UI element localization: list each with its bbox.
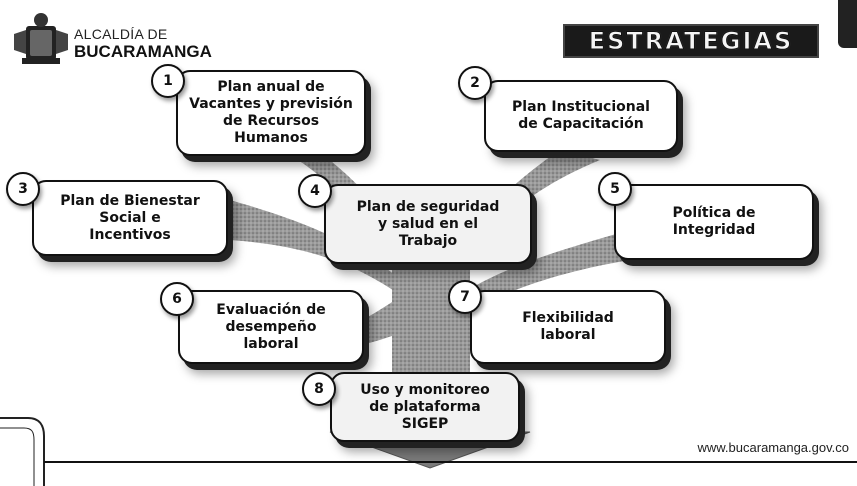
alcaldia-logo	[6, 10, 246, 70]
website-url: www.bucaramanga.gov.co	[697, 440, 849, 455]
title-badge: ESTRATEGIAS	[563, 24, 819, 58]
strategy-number-5: 5	[598, 172, 632, 206]
strategy-box-7: Flexibilidad laboral	[470, 290, 666, 364]
corner-tab	[838, 0, 857, 48]
strategy-number-1: 1	[151, 64, 185, 98]
strategy-number-8: 8	[302, 372, 336, 406]
strategy-number-2: 2	[458, 66, 492, 100]
strategy-number-4: 4	[298, 174, 332, 208]
strategy-box-4: Plan de seguridad y salud en el Trabajo	[324, 184, 532, 264]
strategy-label-7: Flexibilidad laboral	[522, 310, 614, 343]
strategy-label-5: Política de Integridad	[672, 205, 756, 238]
strategy-label-3: Plan de Bienestar Social e Incentivos	[60, 192, 200, 243]
strategy-box-5: Política de Integridad	[614, 184, 814, 260]
strategy-number-6: 6	[160, 282, 194, 316]
strategy-box-2: Plan Institucional de Capacitación	[484, 80, 678, 152]
strategy-label-1: Plan anual de Vacantes y previsión de Re…	[189, 79, 353, 146]
strategy-number-7: 7	[448, 280, 482, 314]
strategy-box-6: Evaluación de desempeño laboral	[178, 290, 364, 364]
strategy-label-6: Evaluación de desempeño laboral	[216, 301, 326, 352]
decorative-curve-2	[0, 427, 35, 486]
decorative-curve	[0, 417, 45, 486]
strategy-label-4: Plan de seguridad y salud en el Trabajo	[356, 198, 500, 249]
strategy-label-2: Plan Institucional de Capacitación	[512, 99, 650, 132]
logo-line-1: ALCALDÍA DE	[74, 26, 168, 42]
strategy-box-8: Uso y monitoreo de plataforma SIGEP	[330, 372, 520, 442]
branch-3	[230, 200, 400, 295]
logo-line-2: BUCARAMANGA	[74, 42, 212, 61]
strategy-label-8: Uso y monitoreo de plataforma SIGEP	[360, 381, 490, 432]
coat-of-arms-icon	[14, 13, 68, 64]
strategy-number-3: 3	[6, 172, 40, 206]
page-title: ESTRATEGIAS	[588, 27, 794, 56]
strategy-box-1: Plan anual de Vacantes y previsión de Re…	[176, 70, 366, 156]
strategy-box-3: Plan de Bienestar Social e Incentivos	[32, 180, 228, 256]
